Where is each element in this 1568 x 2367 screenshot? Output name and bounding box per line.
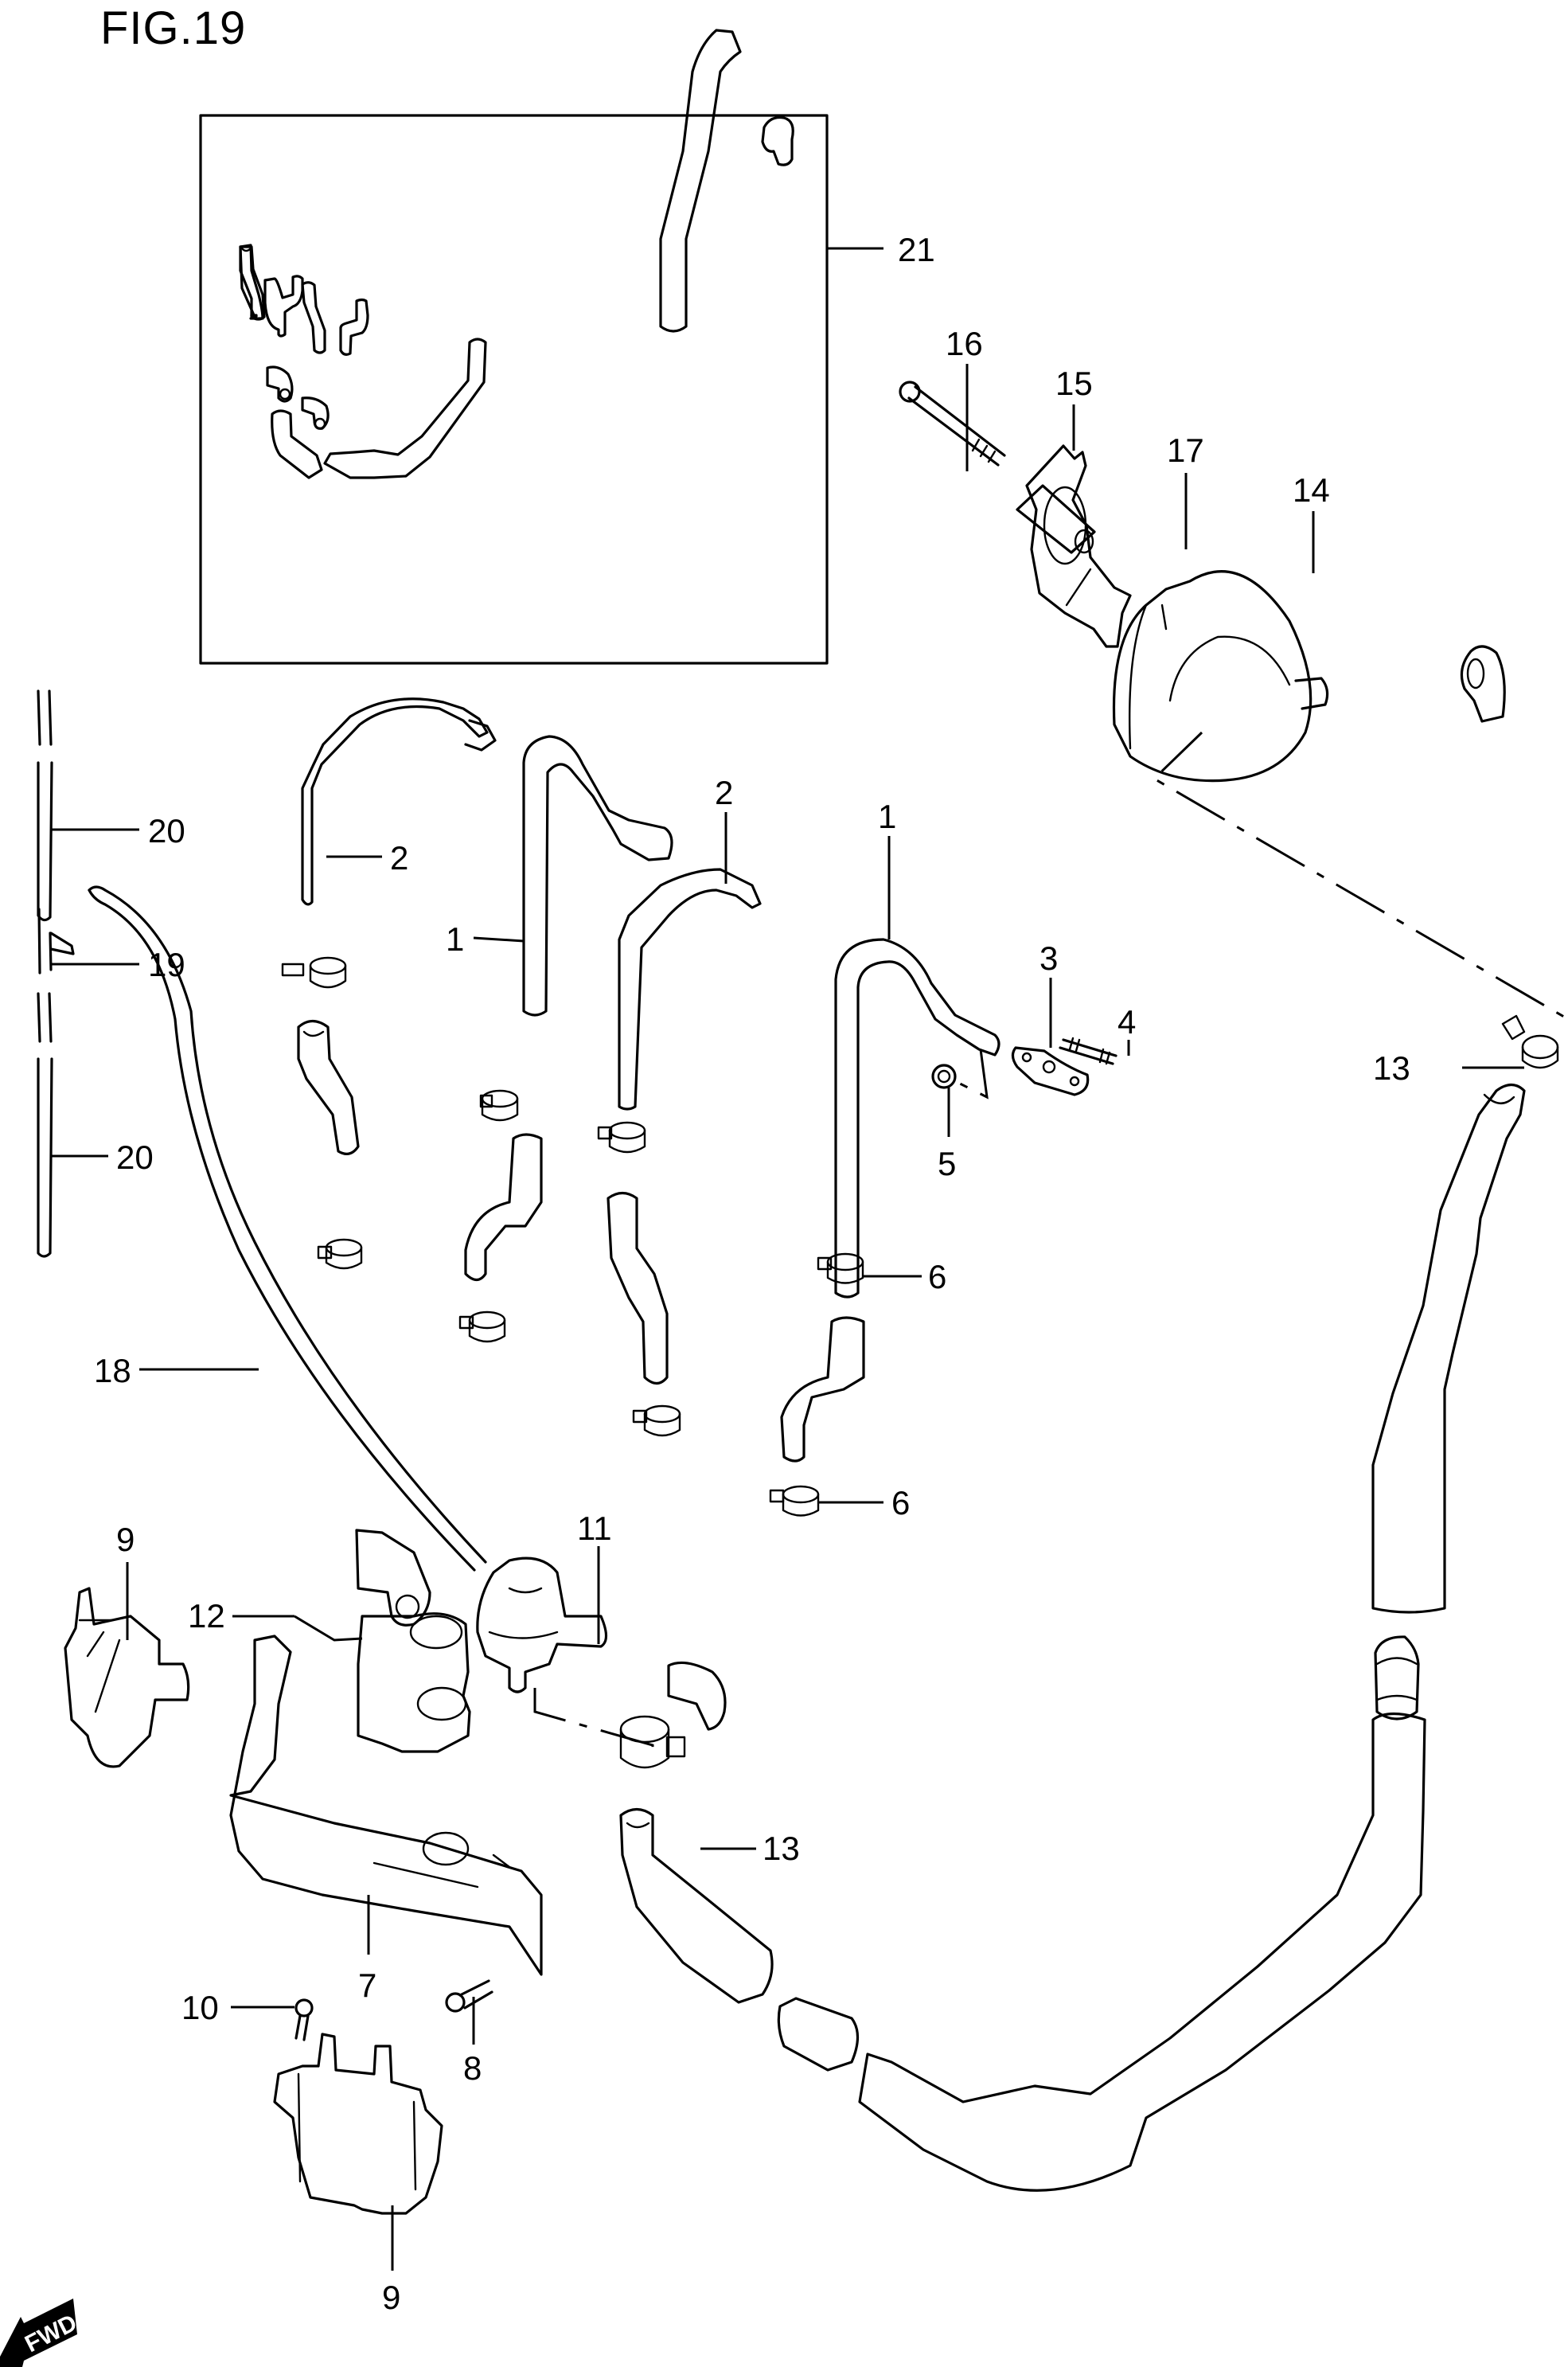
hose-kit-box	[199, 114, 883, 665]
pipe-part-2-left	[301, 697, 497, 906]
hose-right-long	[1371, 1083, 1526, 1614]
kit-elbow-left-b	[301, 396, 330, 430]
hose-lower-u	[858, 1712, 1426, 2192]
callout-13-upper: 13	[1373, 1049, 1410, 1087]
callout-3: 3	[1039, 939, 1058, 977]
callout-1-left: 1	[446, 920, 464, 958]
callout-13-lower: 13	[763, 1830, 800, 1867]
bolt-part-16	[899, 381, 1006, 467]
callout-6-lower: 6	[891, 1484, 910, 1521]
valve-part-11	[476, 1557, 608, 1693]
callout-5: 5	[938, 1145, 956, 1182]
elbow-hose-center	[355, 1529, 431, 1627]
callout-12: 12	[188, 1597, 225, 1635]
bolt-part-8	[445, 1979, 493, 2013]
kit-hose-long-upper	[659, 29, 742, 333]
kit-hose-bend-d	[339, 298, 369, 356]
hose-part-18	[88, 885, 487, 1572]
callout-14: 14	[1293, 471, 1330, 509]
callout-2-left: 2	[390, 839, 408, 877]
hose-lower-left	[619, 1807, 774, 2004]
callout-8: 8	[463, 2049, 482, 2087]
figure-title: FIG.19	[100, 2, 247, 54]
callout-6-upper: 6	[928, 1258, 946, 1295]
air-filter-part-14	[1112, 570, 1329, 783]
callout-7: 7	[358, 1967, 376, 2004]
callout-2-right: 2	[715, 774, 733, 811]
hose-bend-left	[297, 1019, 360, 1155]
stay-part-12	[357, 1612, 471, 1753]
callout-18: 18	[94, 1352, 131, 1389]
callout-20-upper: 20	[148, 812, 185, 850]
valve-part-9-upper	[64, 1587, 190, 1768]
callout-1-right: 1	[878, 798, 896, 835]
kit-hose-lower-bend	[271, 338, 487, 479]
kit-elbow-left-a	[266, 365, 294, 403]
hose-part-20-lower	[37, 992, 53, 1258]
clamp-mid-3	[597, 1121, 646, 1154]
joint-part-19	[37, 908, 75, 975]
clamp-part-13-upper	[1501, 1014, 1559, 1069]
clamp-mid-4	[632, 1404, 681, 1437]
clamp-right-1	[817, 1252, 864, 1284]
clamp-mid-2	[458, 1310, 506, 1343]
assembly-line-filter-clamp	[1152, 731, 1568, 1021]
elbow-hose-right	[1460, 645, 1506, 723]
connector-tube-right	[1374, 1635, 1420, 1721]
clamp-left-2	[317, 1238, 363, 1270]
assembly-line-valve-clamp	[533, 1688, 654, 1761]
kit-hose-bend-a	[239, 244, 266, 321]
callout-16: 16	[946, 325, 983, 362]
fwd-direction-marker: FWD	[0, 2299, 81, 2367]
hose-bend-right	[780, 1316, 865, 1463]
callout-10: 10	[181, 1989, 219, 2026]
callout-19: 19	[148, 946, 185, 983]
elbow-hose-right-of-valve	[667, 1661, 727, 1731]
pipe-part-2-right	[618, 868, 762, 1111]
pipe-part-17	[1016, 484, 1096, 554]
clamp-part-13-lower	[619, 1715, 686, 1769]
kit-elbow-small	[761, 115, 794, 166]
leader-lines	[51, 364, 1524, 2271]
callout-11: 11	[577, 1510, 612, 1547]
connector-tube-lower	[777, 1997, 860, 2072]
gasket-part-3	[1011, 1046, 1090, 1096]
bracket-part-7	[229, 1635, 543, 1976]
pipe-part-1-left	[522, 735, 673, 1017]
callout-9-upper: 9	[116, 1521, 135, 1558]
nut-part-5	[931, 1049, 989, 1100]
callout-4: 4	[1117, 1003, 1136, 1041]
callout-20-lower: 20	[116, 1139, 154, 1176]
clamp-right-2	[769, 1485, 820, 1517]
callout-15: 15	[1055, 365, 1093, 402]
valve-part-9-lower	[273, 2033, 443, 2215]
hose-bend-mid-right	[607, 1191, 669, 1385]
bolt-part-10	[294, 1998, 314, 2041]
kit-hose-bend-b	[263, 275, 304, 338]
kit-hose-bend-c	[301, 281, 326, 354]
clamp-mid-1	[479, 1089, 519, 1122]
hose-part-20-upper	[37, 689, 53, 922]
pipe-part-1-right	[834, 938, 1000, 1299]
hose-bend-mid-left	[464, 1133, 543, 1282]
clamp-left-1	[281, 956, 347, 989]
stud-part-4	[1059, 1037, 1117, 1065]
